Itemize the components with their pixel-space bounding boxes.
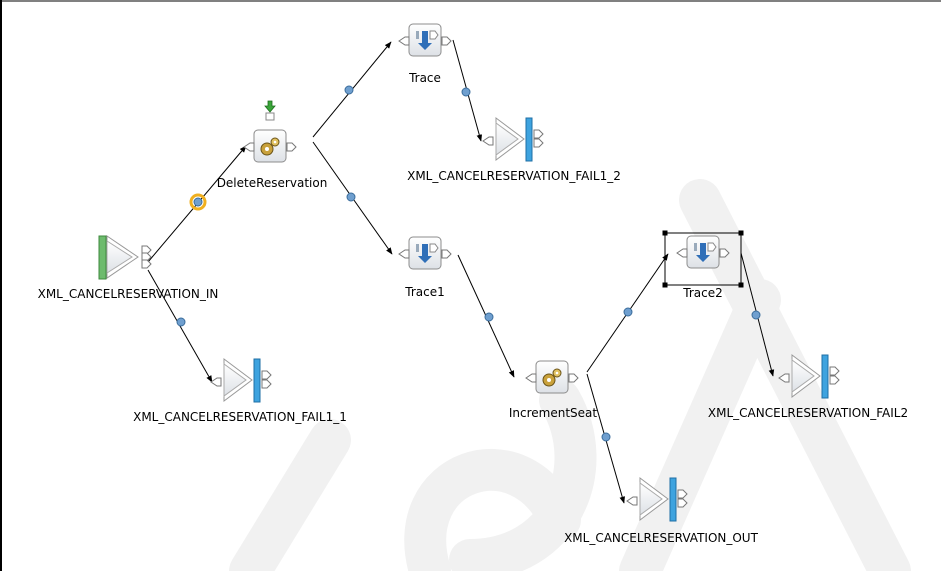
connection-dot[interactable]: [176, 317, 186, 327]
node-label-fail1_1: XML_CANCELRESERVATION_FAIL1_1: [133, 410, 347, 424]
output-terminal[interactable]: [441, 36, 452, 46]
output-terminal[interactable]: [829, 375, 840, 385]
input-terminal[interactable]: [398, 249, 410, 259]
output-bar: [821, 354, 829, 399]
selected-connection-handle[interactable]: [189, 193, 207, 211]
input-terminal[interactable]: [398, 36, 410, 46]
connection-dot[interactable]: [346, 192, 356, 202]
connection-trace2-to-fail2[interactable]: [740, 252, 775, 377]
node-increment[interactable]: [525, 360, 579, 394]
gears-icon: [260, 137, 280, 156]
output-terminal[interactable]: [141, 259, 152, 269]
gears-icon: [542, 368, 562, 387]
resize-handle[interactable]: [662, 282, 668, 288]
resize-handle[interactable]: [738, 282, 744, 288]
node-fail2[interactable]: [778, 354, 840, 399]
node-label-increment: IncrementSeat: [508, 406, 598, 420]
node-in[interactable]: [98, 235, 152, 280]
node-label-fail1_2: XML_CANCELRESERVATION_FAIL1_2: [407, 169, 621, 183]
input-bar: [98, 235, 107, 280]
output-terminal[interactable]: [441, 249, 452, 259]
output-bar: [669, 477, 677, 522]
selection-frame[interactable]: [662, 230, 744, 288]
resize-handle[interactable]: [662, 230, 668, 236]
connection-delete-to-trace[interactable]: [312, 41, 392, 138]
node-label-trace1: Trace1: [405, 285, 445, 299]
node-trace[interactable]: [398, 23, 452, 57]
connection-increment-to-trace2[interactable]: [586, 253, 669, 373]
resize-handle[interactable]: [738, 230, 744, 236]
node-label-delete: DeleteReservation: [216, 176, 328, 190]
node-delete[interactable]: [243, 100, 297, 163]
connection-dot[interactable]: [751, 310, 761, 320]
node-out[interactable]: [626, 477, 688, 522]
node-label-out: XML_CANCELRESERVATION_OUT: [564, 531, 758, 545]
node-trace1[interactable]: [398, 236, 452, 270]
connection-dot[interactable]: [193, 197, 203, 207]
connection-dot[interactable]: [461, 87, 471, 97]
output-terminal[interactable]: [261, 379, 272, 389]
input-terminal[interactable]: [210, 377, 222, 387]
node-label-trace: Trace: [409, 71, 441, 85]
input-terminal[interactable]: [525, 373, 537, 383]
connection-in-to-delete[interactable]: [147, 145, 247, 263]
output-terminal[interactable]: [261, 370, 272, 380]
trace-icon: [416, 30, 439, 50]
node-label-trace2: Trace2: [683, 286, 723, 300]
connection-delete-to-trace1[interactable]: [312, 141, 393, 255]
output-terminal[interactable]: [677, 498, 688, 508]
connection-dot[interactable]: [484, 312, 494, 322]
output-terminal[interactable]: [533, 129, 544, 139]
input-terminal[interactable]: [243, 142, 255, 152]
output-terminal[interactable]: [286, 142, 297, 152]
node-label-fail2: XML_CANCELRESERVATION_FAIL2: [707, 406, 909, 420]
trace-icon: [694, 242, 717, 262]
output-bar: [525, 117, 533, 162]
connection-increment-to-out[interactable]: [586, 373, 625, 504]
node-fail1_1[interactable]: [210, 358, 272, 403]
connection-trace1-to-increment[interactable]: [457, 254, 515, 378]
green-down-arrow-icon: [264, 100, 276, 121]
node-fail1_2[interactable]: [482, 117, 544, 162]
input-terminal[interactable]: [676, 248, 688, 258]
connection-trace-to-fail1_2[interactable]: [452, 39, 483, 142]
input-terminal[interactable]: [482, 136, 494, 146]
connection-in-to-fail1_1[interactable]: [147, 269, 213, 383]
input-terminal[interactable]: [626, 496, 638, 506]
output-terminal[interactable]: [568, 373, 579, 383]
output-bar: [253, 358, 261, 403]
connection-dot[interactable]: [344, 85, 354, 95]
output-terminal[interactable]: [829, 366, 840, 376]
node-trace2[interactable]: [662, 230, 744, 288]
connection-dot[interactable]: [623, 307, 633, 317]
output-terminal[interactable]: [533, 138, 544, 148]
connection-dot[interactable]: [601, 432, 611, 442]
output-terminal[interactable]: [677, 489, 688, 499]
node-label-in: XML_CANCELRESERVATION_IN: [37, 287, 219, 301]
output-terminal[interactable]: [719, 248, 730, 258]
trace-icon: [416, 243, 439, 263]
input-terminal[interactable]: [778, 373, 790, 383]
